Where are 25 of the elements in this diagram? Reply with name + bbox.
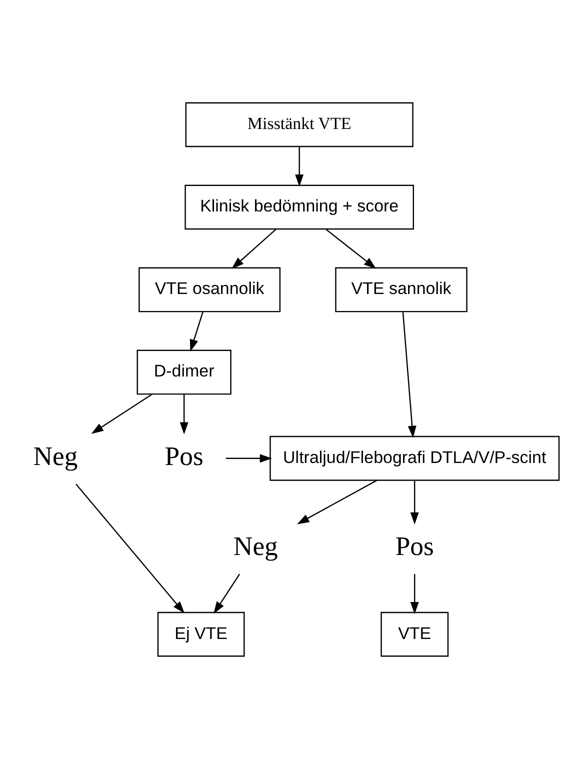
- node-box: VTE sannolik: [335, 266, 468, 312]
- arrow: [91, 393, 153, 434]
- node-text: Pos: [395, 530, 434, 560]
- node-box: VTE osannolik: [138, 266, 281, 312]
- arrow: [76, 483, 185, 613]
- arrow: [410, 574, 419, 614]
- arrow: [214, 573, 240, 614]
- node-text: Neg: [233, 530, 278, 560]
- node-box: Misstänkt VTE: [185, 102, 414, 147]
- node-box: Klinisk bedömning + score: [184, 184, 414, 230]
- node-box: Ej VTE: [157, 611, 245, 656]
- arrow: [226, 454, 272, 462]
- node-box: D-dimer: [136, 349, 232, 394]
- arrow: [190, 311, 204, 352]
- arrow: [232, 228, 276, 268]
- arrow: [326, 228, 376, 268]
- node-text: Neg: [33, 440, 78, 471]
- arrow: [297, 479, 378, 524]
- arrow: [180, 394, 188, 434]
- node-box: Ultraljud/Flebografi DTLA/V/P-scint: [270, 435, 560, 480]
- node-text: Pos: [164, 440, 204, 471]
- arrow: [410, 480, 419, 524]
- node-box: VTE: [380, 611, 449, 656]
- arrow: [402, 311, 416, 438]
- arrow: [295, 146, 304, 186]
